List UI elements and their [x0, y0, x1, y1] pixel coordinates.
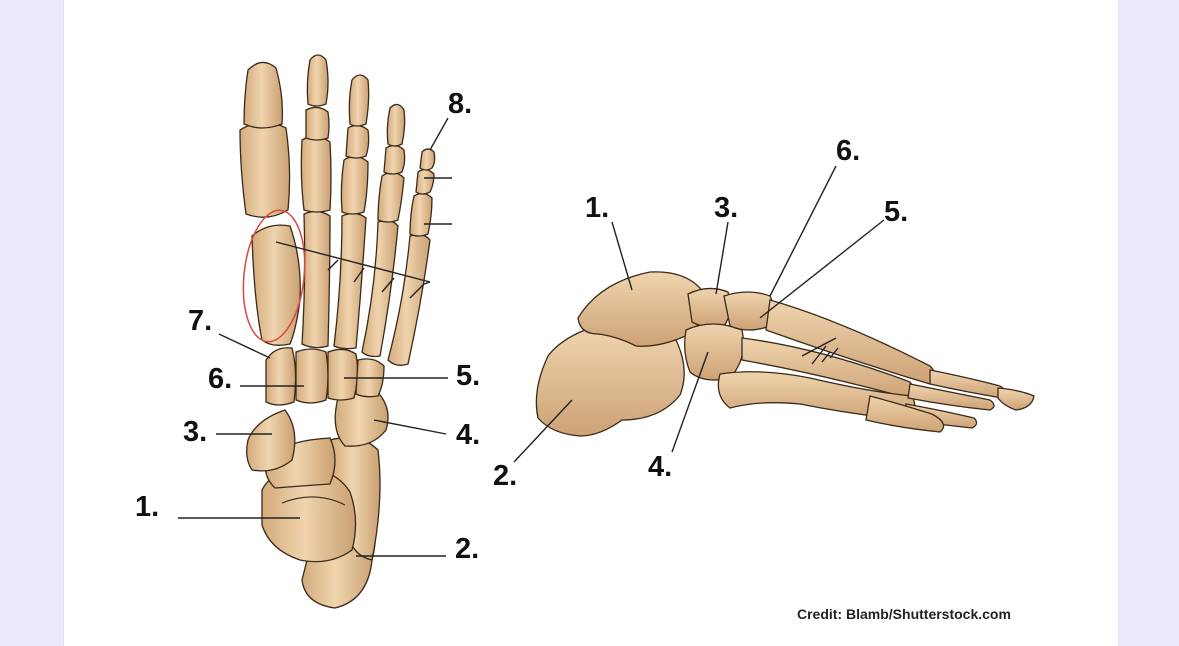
dorsal-label-1: 1. — [135, 491, 160, 523]
lateral-label-4: 4. — [648, 451, 673, 483]
lateral-label-5: 5. — [884, 196, 909, 228]
dorsal-label-6: 6. — [208, 363, 233, 395]
lateral-label-1: 1. — [585, 192, 610, 224]
lateral-label-6: 6. — [836, 135, 861, 167]
dorsal-label-4: 4. — [456, 419, 481, 451]
dorsal-label-2: 2. — [455, 533, 480, 565]
dorsal-label-8: 8. — [448, 88, 473, 120]
dorsal-label-3: 3. — [183, 416, 208, 448]
lateral-label-2: 2. — [493, 460, 518, 492]
image-credit: Credit: Blamb/Shutterstock.com — [797, 606, 1011, 622]
lateral-foot-view — [535, 271, 1035, 437]
dorsal-label-7: 7. — [188, 305, 213, 337]
lateral-label-3: 3. — [714, 192, 739, 224]
dorsal-foot-view — [239, 54, 452, 609]
dorsal-label-5: 5. — [456, 360, 481, 392]
